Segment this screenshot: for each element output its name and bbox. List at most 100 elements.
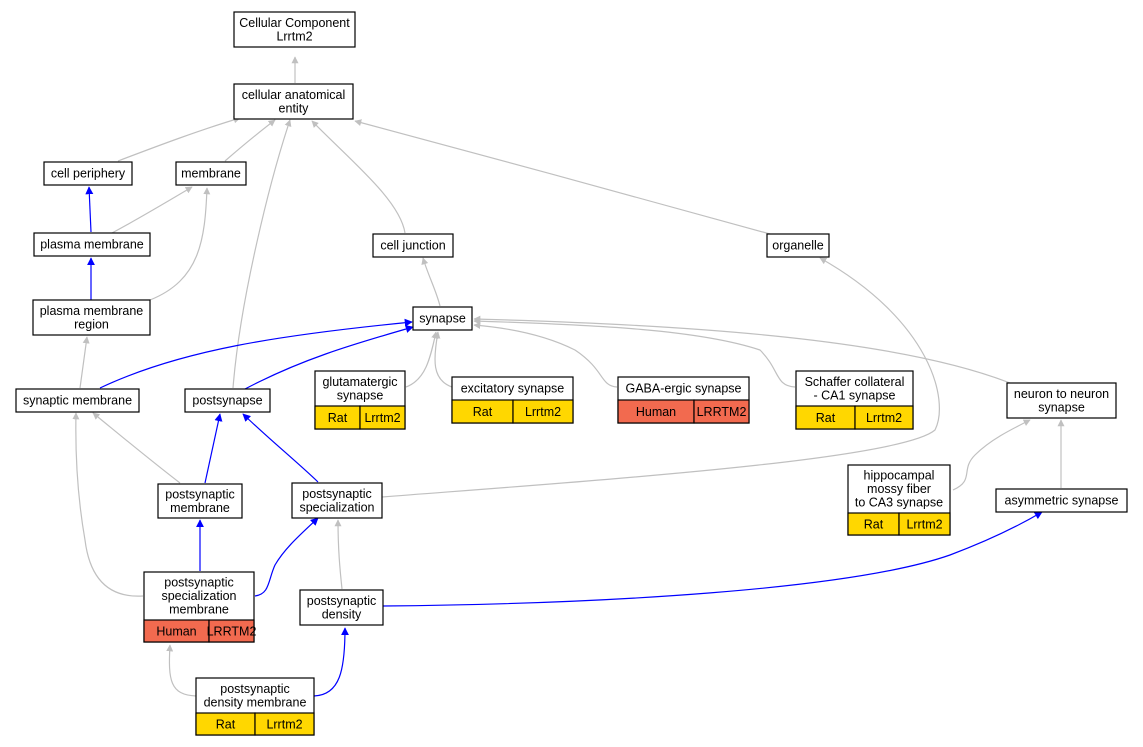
- node-hippocampal-mossy-fiber-to-ca3-synapse[interactable]: hippocampal mossy fiber to CA3 synapse R…: [847, 464, 951, 536]
- node-label-line: synapse: [337, 388, 384, 402]
- badge-gene: Lrrtm2: [866, 411, 902, 425]
- node-box: [299, 589, 384, 626]
- node-label-line: excitatory synapse: [461, 382, 565, 396]
- badge-species: Human: [156, 625, 196, 639]
- node-layer: Cellular Component Lrrtm2 cellular anato…: [15, 11, 1128, 736]
- badge-gene-cell: [359, 405, 406, 430]
- node-label-line: hippocampal: [864, 469, 935, 483]
- node-cell-periphery[interactable]: cell periphery: [43, 161, 133, 186]
- edge-n2n-to-synapse: [473, 315, 1011, 384]
- node-label-line: neuron to neuron: [1014, 387, 1109, 401]
- edge-ps-spec-to-organelle: [381, 257, 940, 498]
- badge-gene: Lrrtm2: [266, 718, 302, 732]
- node-label-line: postsynaptic: [164, 576, 233, 590]
- node-label-line: GABA-ergic synapse: [625, 382, 741, 396]
- node-glutamatergic-synapse[interactable]: glutamatergic synapse Rat Lrrtm2: [314, 370, 406, 430]
- node-box: [32, 299, 151, 336]
- node-box: [233, 83, 354, 120]
- edge-hippocampal-to-n2n: [952, 419, 1031, 491]
- node-label-line: Cellular Component: [239, 16, 350, 30]
- node-membrane[interactable]: membrane: [175, 161, 247, 186]
- node-box: [291, 482, 383, 519]
- node-box: [175, 161, 247, 186]
- node-organelle[interactable]: organelle: [766, 233, 830, 258]
- badge-species: Human: [636, 405, 676, 419]
- edge-membrane-to-cell-anat: [224, 119, 276, 162]
- badge-gene-cell: [898, 512, 951, 536]
- edge-organelle-to-cell-anat: [354, 119, 771, 235]
- node-cell-junction[interactable]: cell junction: [372, 233, 454, 258]
- node-label-line: organelle: [772, 239, 823, 253]
- node-box: [412, 306, 473, 331]
- node-box: [157, 483, 243, 519]
- badge-gene: LRRTM2: [697, 405, 747, 419]
- node-gaba-ergic-synapse[interactable]: GABA-ergic synapse Human LRRTM2: [617, 376, 750, 424]
- node-postsynaptic-specialization-membrane[interactable]: postsynaptic specialization membrane Hum…: [143, 571, 257, 643]
- node-label-line: postsynaptic: [302, 487, 371, 501]
- badge-gene-cell: [693, 399, 750, 424]
- edge-ps-membrane-to-postsynapse: [204, 413, 223, 484]
- node-box: [33, 232, 151, 257]
- edge-glutamatergic-to-synapse: [405, 331, 439, 388]
- edge-gaba-to-synapse: [473, 322, 618, 388]
- node-box: [995, 488, 1128, 513]
- badge-species: Rat: [328, 411, 348, 425]
- node-cellular-component-lrrtm2[interactable]: Cellular Component Lrrtm2: [233, 11, 356, 48]
- node-neuron-to-neuron-synapse[interactable]: neuron to neuron synapse: [1006, 382, 1117, 419]
- node-plasma-membrane-region[interactable]: plasma membrane region: [32, 299, 151, 336]
- node-synapse[interactable]: synapse: [412, 306, 473, 331]
- node-postsynapse[interactable]: postsynapse: [184, 388, 271, 413]
- node-postsynaptic-density[interactable]: postsynaptic density: [299, 589, 384, 626]
- edge-ps-spec-to-postsynapse: [242, 413, 319, 483]
- node-postsynaptic-specialization[interactable]: postsynaptic specialization: [291, 482, 383, 519]
- edge-synaptic-membrane-to-pm-region: [79, 336, 90, 389]
- node-label-line: region: [74, 317, 109, 331]
- node-label-line: plasma membrane: [40, 238, 144, 252]
- node-asymmetric-synapse[interactable]: asymmetric synapse: [995, 488, 1128, 513]
- node-label-line: synapse: [1038, 400, 1085, 414]
- edge-postsynapse-to-synapse: [244, 325, 414, 390]
- node-box: [372, 233, 454, 258]
- badge-gene-cell: [208, 619, 255, 643]
- node-box: [233, 11, 356, 48]
- node-label-line: cell periphery: [51, 167, 126, 181]
- node-cellular-anatomical-entity[interactable]: cellular anatomical entity: [233, 83, 354, 120]
- node-box: [15, 388, 140, 413]
- node-synaptic-membrane[interactable]: synaptic membrane: [15, 388, 140, 413]
- edge-psd-membrane-to-ps-density: [313, 627, 349, 697]
- badge-species: Rat: [473, 405, 493, 419]
- node-box: [43, 161, 133, 186]
- node-label-line: density membrane: [204, 695, 307, 709]
- node-label-line: asymmetric synapse: [1005, 494, 1119, 508]
- node-label-line: density: [322, 607, 362, 621]
- node-postsynaptic-membrane[interactable]: postsynaptic membrane: [157, 483, 243, 519]
- node-label-line: membrane: [169, 603, 229, 617]
- badge-species: Rat: [816, 411, 836, 425]
- edge-synapse-to-cell-junction: [421, 257, 441, 307]
- edge-cell-junction-to-cell-anat: [311, 120, 406, 234]
- badge-gene: Lrrtm2: [525, 405, 561, 419]
- node-label-line: - CA1 synapse: [814, 388, 896, 402]
- node-label-line: specialization: [299, 500, 374, 514]
- node-excitatory-synapse[interactable]: excitatory synapse Rat Lrrtm2: [451, 376, 574, 424]
- edge-ps-density-to-asymmetric: [382, 511, 1043, 607]
- badge-gene-cell: [512, 399, 574, 424]
- node-label-line: synaptic membrane: [23, 394, 132, 408]
- edge-excitatory-to-synapse: [433, 331, 453, 388]
- node-label-line: cellular anatomical: [242, 88, 346, 102]
- badge-species: Rat: [864, 518, 884, 532]
- node-label-line: synapse: [419, 312, 466, 326]
- node-postsynaptic-density-membrane[interactable]: postsynaptic density membrane Rat Lrrtm2: [195, 677, 315, 736]
- edge-cell-periphery-to-cell-anat: [117, 116, 241, 162]
- node-label-line: postsynaptic: [307, 594, 376, 608]
- edge-ps-spec-membrane-to-synaptic-membrane: [72, 412, 144, 597]
- node-label-line: Lrrtm2: [276, 29, 312, 43]
- edge-schaffer-to-synapse: [473, 317, 796, 388]
- node-plasma-membrane[interactable]: plasma membrane: [33, 232, 151, 257]
- badge-species: Rat: [216, 718, 236, 732]
- node-label-line: entity: [279, 101, 310, 115]
- node-schaffer-collateral-ca1-synapse[interactable]: Schaffer collateral - CA1 synapse Rat Lr…: [795, 370, 914, 430]
- edge-postsynapse-to-cell-anat: [232, 119, 292, 389]
- badge-gene: LRRTM2: [207, 625, 257, 639]
